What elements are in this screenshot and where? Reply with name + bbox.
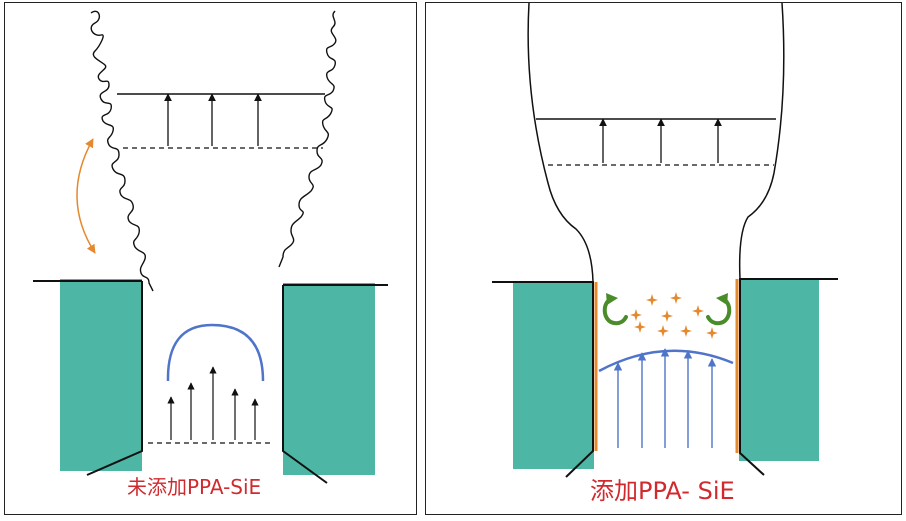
- diagram-right: [492, 3, 838, 478]
- sparkle: [630, 309, 642, 321]
- diagram-left: [33, 10, 388, 484]
- smooth-edge-right: [738, 3, 785, 280]
- rough-edge-left: [90, 10, 154, 292]
- blue-dome-arc: [166, 323, 265, 382]
- sparkle: [680, 325, 692, 337]
- bank-right: [739, 279, 819, 461]
- sparkle: [634, 321, 646, 333]
- sparkle: [646, 294, 658, 306]
- green-curl-arrow-right-head: [716, 293, 728, 305]
- green-curl-arrow-left: [602, 297, 628, 326]
- sparkle: [692, 305, 704, 317]
- smooth-edge-left: [527, 3, 594, 283]
- channel-wall-right: [282, 285, 328, 484]
- sparkle: [661, 310, 673, 322]
- rough-edge-right: [278, 10, 337, 268]
- sparkle: [670, 292, 682, 304]
- orange-double-arrow: [76, 138, 96, 254]
- channel-wall-left: [86, 281, 143, 476]
- panel-with-additive: 添加PPA- SiE: [425, 2, 902, 515]
- green-curl-arrow-left-head: [606, 293, 618, 305]
- caption-with-ppa-sie: 添加PPA- SiE: [590, 477, 735, 505]
- channel-wall-left: [565, 282, 594, 478]
- panel-without-additive: 未添加PPA-SiE: [4, 2, 417, 515]
- bank-left: [60, 279, 142, 471]
- channel-wall-right: [739, 279, 765, 476]
- bank-left: [513, 281, 594, 469]
- green-curl-arrow-right: [706, 297, 732, 326]
- blue-dome-arc: [598, 349, 734, 373]
- sparkle: [657, 325, 669, 337]
- bank-right: [283, 283, 375, 475]
- caption-without-ppa-sie: 未添加PPA-SiE: [127, 475, 262, 499]
- sparkle: [706, 327, 718, 339]
